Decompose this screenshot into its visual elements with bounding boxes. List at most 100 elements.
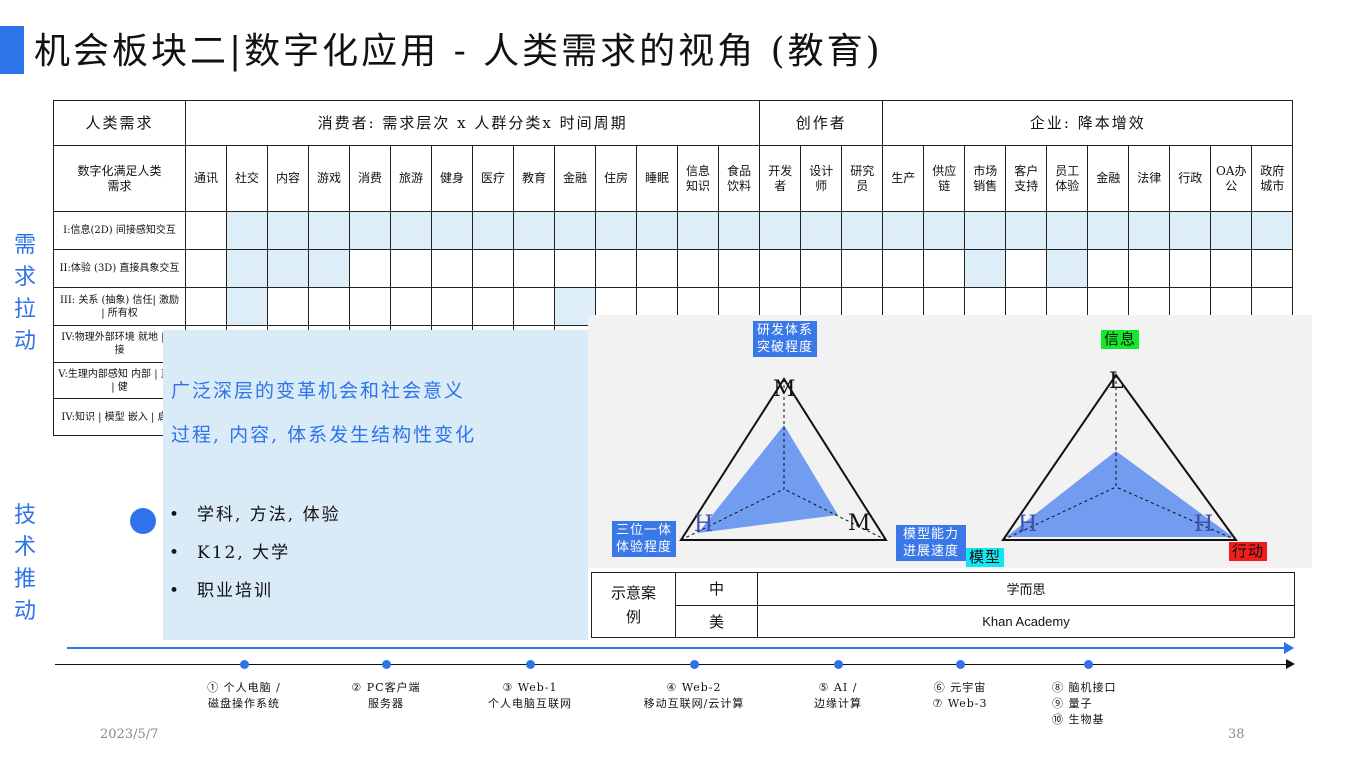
matrix-cell — [472, 287, 514, 326]
bullet-dot-icon — [130, 508, 156, 534]
matrix-cell — [513, 211, 555, 250]
column-header: 金融 — [1087, 145, 1130, 212]
timeline-label-line: 磁盘操作系统 — [208, 697, 280, 710]
column-header: 通讯 — [185, 145, 227, 212]
column-header: 研究员 — [841, 145, 884, 212]
demand-matrix-table: 人类需求 消费者: 需求层次 x 人群分类x 时间周期 创作者 企业: 降本增效… — [53, 100, 1294, 436]
column-header: 生产 — [882, 145, 925, 212]
matrix-cell — [759, 211, 802, 250]
timeline-label-line: ⑩ 生物基 — [1052, 713, 1105, 726]
tag-action: 行动 — [1229, 542, 1268, 561]
timeline-dot-icon — [1084, 660, 1093, 669]
triangle-left-outline — [679, 377, 888, 541]
vertex-label: H — [1018, 512, 1038, 537]
matrix-cell — [1046, 249, 1089, 288]
timeline-label-line: ⑦ Web-3 — [932, 697, 988, 710]
column-header: 员工体验 — [1046, 145, 1089, 212]
timeline-dot-icon — [382, 660, 391, 669]
matrix-cell — [349, 249, 391, 288]
row-label: I:信息(2D) 间接感知交互 — [53, 211, 186, 250]
timeline-label-line: ④ Web-2 — [666, 681, 722, 694]
enterprise-header: 企业: 降本增效 — [882, 100, 1294, 146]
matrix-cell — [1005, 249, 1048, 288]
table-row: I:信息(2D) 间接感知交互 — [53, 211, 1294, 250]
timeline-dot-icon — [240, 660, 249, 669]
case-region: 中 — [675, 572, 758, 606]
matrix-cell — [636, 249, 678, 288]
matrix-cell — [677, 211, 719, 250]
table-row: 示意案例 中 学而思 — [591, 572, 1295, 638]
side-label-demand: 需求拉动 — [13, 233, 36, 354]
column-header: 睡眠 — [636, 145, 678, 212]
matrix-cell — [185, 287, 227, 326]
row-header-label: 数字化满足人类需求 — [53, 145, 186, 212]
matrix-cell — [1251, 249, 1294, 288]
vertex-label: M — [773, 377, 796, 402]
tag-model: 模型 — [966, 548, 1005, 567]
matrix-cell — [717, 211, 761, 250]
triangle-left-median — [680, 488, 785, 541]
matrix-cell — [185, 211, 227, 250]
matrix-cell — [923, 211, 966, 250]
column-header: 消费 — [349, 145, 391, 212]
arrow-right-icon — [1286, 659, 1295, 669]
matrix-cell — [513, 249, 555, 288]
timeline-dot-icon — [834, 660, 843, 669]
matrix-cell — [759, 249, 802, 288]
timeline-label-line: ⑧ 脑机接口 — [1052, 681, 1117, 694]
matrix-cell — [1128, 249, 1171, 288]
panel-headline-2: 过程, 内容, 体系发生结构性变化 — [171, 424, 477, 446]
matrix-cell — [1169, 211, 1212, 250]
table-row: 美 Khan Academy — [592, 604, 1295, 638]
matrix-cell — [185, 249, 227, 288]
timeline-label-line: 服务器 — [368, 697, 404, 710]
matrix-cell — [800, 249, 843, 288]
timeline-label-line: ② PC客户端 — [351, 681, 421, 694]
matrix-cell — [800, 211, 843, 250]
matrix-cell — [226, 249, 268, 288]
matrix-cell — [964, 211, 1007, 250]
matrix-cell — [1005, 211, 1048, 250]
arrow-right-icon — [1284, 642, 1294, 654]
matrix-cell — [308, 249, 350, 288]
column-header: 市场销售 — [964, 145, 1007, 212]
triangle-right-outline — [1001, 373, 1238, 541]
matrix-cell — [267, 287, 309, 326]
side-label-tech: 技术推动 — [13, 503, 36, 624]
matrix-cell — [349, 287, 391, 326]
matrix-cell — [1169, 249, 1212, 288]
matrix-cell — [554, 249, 596, 288]
page-number: 38 — [1228, 727, 1245, 742]
column-header: 供应链 — [923, 145, 966, 212]
matrix-cell — [431, 287, 473, 326]
timeline-label: ① 个人电脑 / 磁盘操作系统 — [184, 680, 304, 712]
column-header: 设计师 — [800, 145, 843, 212]
matrix-cell — [267, 249, 309, 288]
column-header: 金融 — [554, 145, 596, 212]
column-header: 内容 — [267, 145, 309, 212]
matrix-cell — [308, 287, 350, 326]
title-accent-bar — [0, 26, 24, 74]
matrix-cell — [349, 211, 391, 250]
matrix-cell — [677, 249, 719, 288]
column-header: 食品饮料 — [717, 145, 761, 212]
matrix-cell — [595, 211, 637, 250]
timeline-label: ⑤ AI /边缘计算 — [778, 680, 898, 712]
table-corner-label: 人类需求 — [53, 100, 186, 146]
column-header: 信息知识 — [677, 145, 719, 212]
matrix-cell — [267, 211, 309, 250]
timeline-label-line: ① 个人电脑 / — [207, 681, 281, 694]
triangle-right-median — [1002, 486, 1117, 541]
case-example: 学而思 — [757, 572, 1295, 606]
matrix-cell — [882, 211, 925, 250]
matrix-cell — [472, 249, 514, 288]
page-title: 机会板块二|数字化应用 - 人类需求的视角 (教育) — [34, 31, 883, 72]
matrix-cell — [390, 211, 432, 250]
panel-headline-1: 广泛深层的变革机会和社会意义 — [171, 380, 466, 402]
column-header: 住房 — [595, 145, 637, 212]
tag-information: 信息 — [1101, 330, 1140, 349]
matrix-cell — [472, 211, 514, 250]
